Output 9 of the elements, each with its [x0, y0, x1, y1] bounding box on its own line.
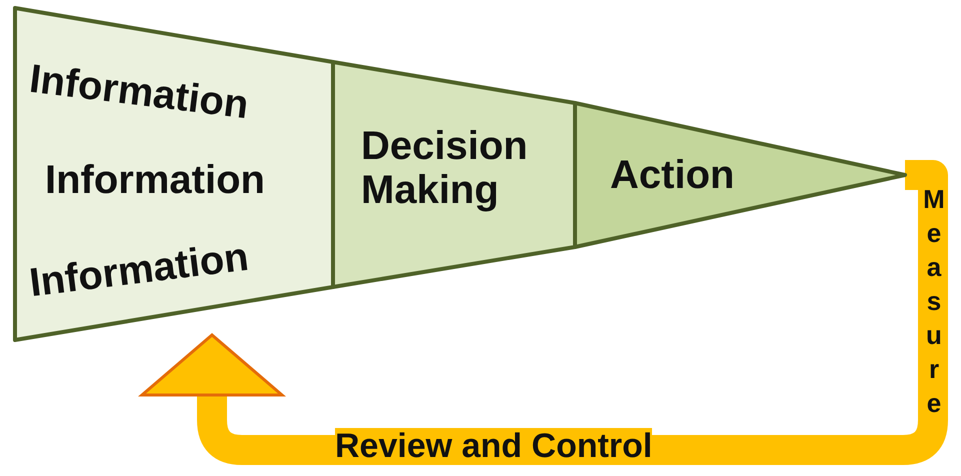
segment-label: Information	[27, 56, 251, 128]
funnel-tip	[575, 103, 905, 247]
segment-label: Information	[27, 234, 251, 306]
funnel-segment	[333, 62, 575, 287]
segment-label: Action	[610, 153, 734, 197]
segment-label: Decision Making	[361, 124, 529, 212]
segment-label: Information	[45, 158, 265, 202]
arrow-label: Measure	[921, 184, 947, 422]
funnel-segment	[15, 8, 333, 340]
